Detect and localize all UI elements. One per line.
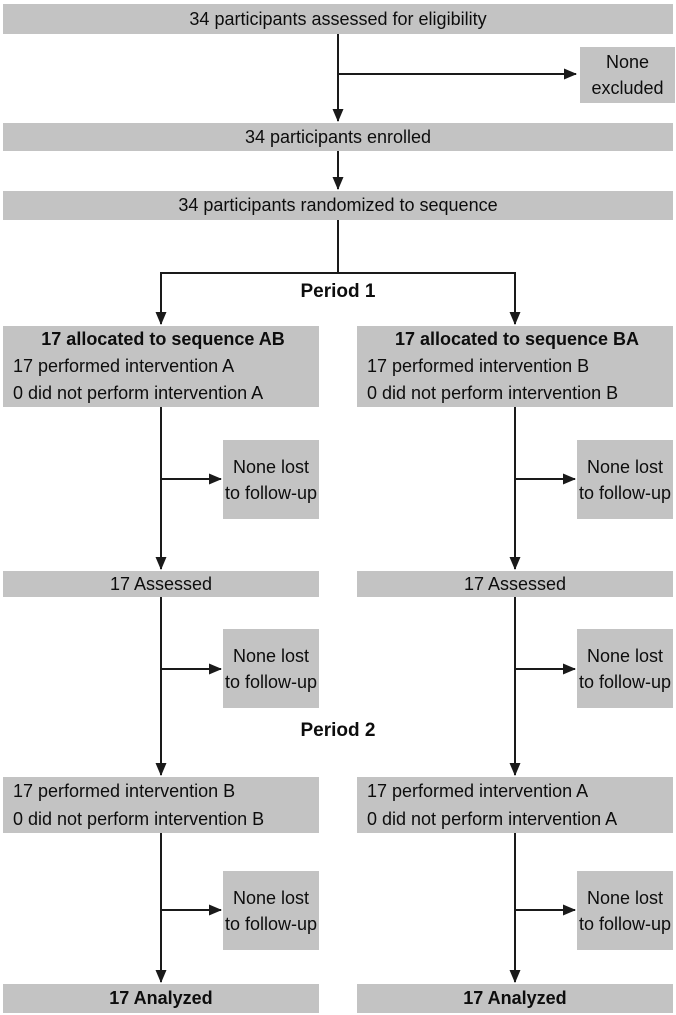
lost-followup-text: None lost to follow-up (578, 456, 672, 503)
lost-followup-text: None lost to follow-up (578, 645, 672, 692)
lost-followup-text: None lost to follow-up (224, 887, 318, 934)
none-excluded-text: None excluded (591, 52, 664, 98)
analyzed-ba-text: 17 Analyzed (463, 988, 567, 1008)
lost-followup-text: None lost to follow-up (224, 456, 318, 503)
assessed-ba-text: 17 Assessed (463, 573, 567, 594)
box-allocated-sequence-ab: 17 allocated to sequence AB 17 performed… (3, 326, 319, 407)
box-lost-followup-1-ab: None lost to follow-up (223, 440, 319, 519)
allocated-ba-title: 17 allocated to sequence BA (394, 329, 640, 349)
box-lost-followup-2-ba: None lost to follow-up (577, 629, 673, 708)
allocated-ab-performed: 17 performed intervention A (13, 356, 235, 376)
assessed-eligibility-text: 34 participants assessed for eligibility (189, 8, 487, 29)
box-randomized: 34 participants randomized to sequence (3, 191, 673, 220)
period2-ba-performed: 17 performed intervention A (367, 781, 589, 801)
box-lost-followup-2-ab: None lost to follow-up (223, 629, 319, 708)
box-analyzed-ab: 17 Analyzed (3, 984, 319, 1013)
assessed-ab-text: 17 Assessed (109, 573, 213, 594)
period2-ba-not-performed: 0 did not perform intervention A (367, 809, 618, 829)
box-allocated-sequence-ba: 17 allocated to sequence BA 17 performed… (357, 326, 673, 407)
period2-label: Period 2 (300, 720, 376, 741)
allocated-ba-not-performed: 0 did not perform intervention B (367, 383, 619, 403)
lost-followup-text: None lost to follow-up (224, 645, 318, 692)
box-none-excluded: None excluded (580, 47, 675, 103)
randomized-text: 34 participants randomized to sequence (178, 195, 498, 215)
box-lost-followup-3-ab: None lost to follow-up (223, 871, 319, 950)
box-lost-followup-1-ba: None lost to follow-up (577, 440, 673, 519)
lost-followup-text: None lost to follow-up (578, 887, 672, 934)
box-period2-sequence-ba: 17 performed intervention A 0 did not pe… (357, 777, 673, 833)
box-assessed-eligibility: 34 participants assessed for eligibility (3, 4, 673, 34)
allocated-ab-title: 17 allocated to sequence AB (41, 329, 285, 349)
box-analyzed-ba: 17 Analyzed (357, 984, 673, 1013)
period2-ab-performed: 17 performed intervention B (13, 781, 236, 801)
box-enrolled: 34 participants enrolled (3, 123, 673, 151)
allocated-ab-not-performed: 0 did not perform intervention A (13, 383, 264, 403)
period2-ab-not-performed: 0 did not perform intervention B (13, 809, 265, 829)
period1-label: Period 1 (300, 281, 376, 302)
box-period2-sequence-ab: 17 performed intervention B 0 did not pe… (3, 777, 319, 833)
box-assessed-ab: 17 Assessed (3, 571, 319, 597)
analyzed-ab-text: 17 Analyzed (109, 988, 213, 1008)
box-lost-followup-3-ba: None lost to follow-up (577, 871, 673, 950)
enrolled-text: 34 participants enrolled (244, 126, 432, 147)
allocated-ba-performed: 17 performed intervention B (367, 356, 590, 376)
box-assessed-ba: 17 Assessed (357, 571, 673, 597)
